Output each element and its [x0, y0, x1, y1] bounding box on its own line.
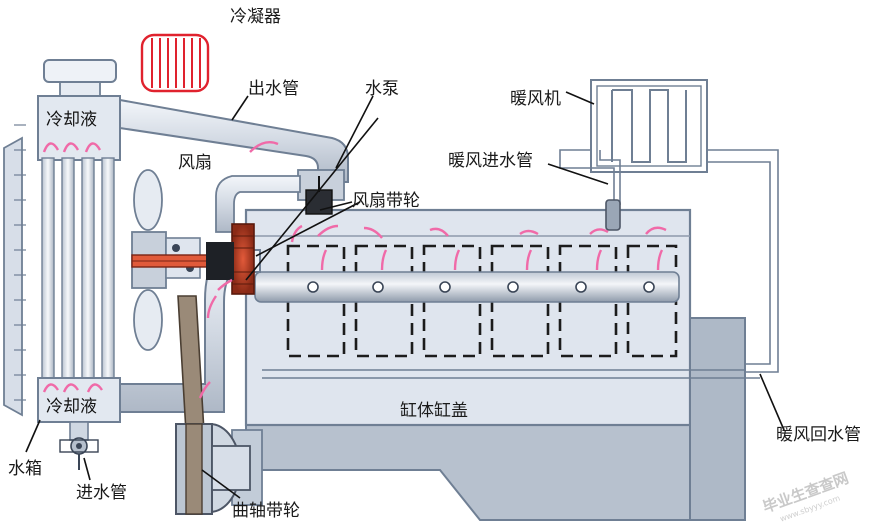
heater-core — [590, 79, 708, 173]
leader-lines — [25, 91, 785, 499]
engine-block — [231, 208, 760, 521]
label-heater-return-pipe: 暖风回水管 — [776, 425, 861, 445]
crank-pulley — [175, 423, 251, 515]
water-pump — [206, 242, 234, 280]
label-coolant-bottom: 冷却液 — [46, 397, 97, 417]
water-gallery — [254, 271, 680, 303]
cylinder-block — [244, 208, 692, 427]
label-radiator: 水箱 — [8, 459, 42, 479]
gallery-holes — [307, 281, 655, 293]
label-crank-pulley: 曲轴带轮 — [232, 501, 300, 521]
label-water-pump: 水泵 — [365, 79, 399, 99]
label-outlet-pipe: 出水管 — [248, 79, 299, 99]
label-cylinder: 缸体缸盖 — [400, 400, 468, 421]
label-fan-pulley: 风扇带轮 — [352, 191, 420, 211]
watermark: 毕业生查查网 www.sbyyy.com — [760, 469, 851, 524]
label-inlet-pipe: 进水管 — [76, 483, 127, 503]
heater-inlet-fitting — [605, 199, 621, 231]
label-fan: 风扇 — [178, 153, 212, 173]
radiator — [3, 59, 121, 470]
oil-pan — [245, 419, 691, 521]
condenser — [140, 33, 210, 93]
gearbox-housing — [689, 317, 746, 521]
label-heater: 暖风机 — [510, 89, 561, 109]
flow-arrows — [42, 141, 667, 399]
label-coolant-top: 冷却液 — [46, 110, 97, 130]
heater-return-pipe — [707, 149, 779, 373]
label-heater-inlet-pipe: 暖风进水管 — [448, 151, 533, 171]
label-condenser: 冷凝器 — [230, 7, 281, 27]
